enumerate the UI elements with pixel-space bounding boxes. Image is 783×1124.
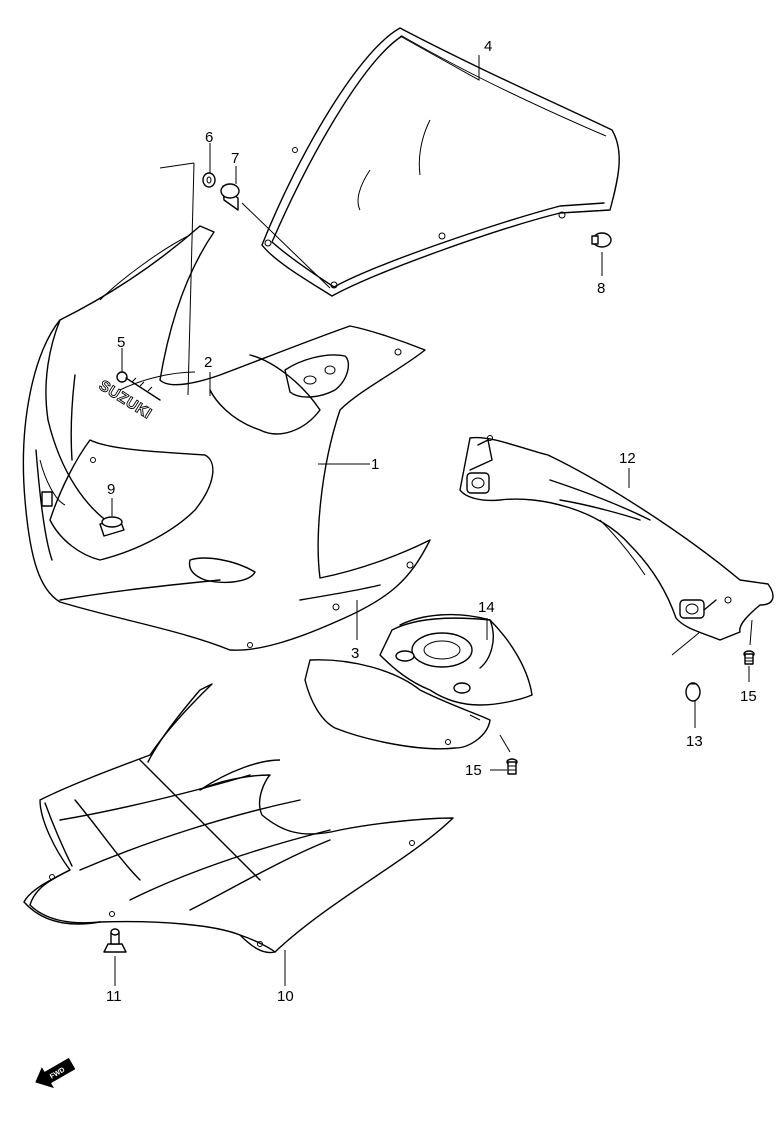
callout-4: 4 — [484, 38, 492, 55]
forward-arrow-icon: FWD — [35, 1057, 76, 1089]
callout-5: 5 — [117, 334, 125, 351]
callout-8: 8 — [597, 280, 605, 297]
callout-15-right: 15 — [740, 688, 757, 705]
callout-1: 1 — [371, 456, 379, 473]
under-cowling-part-10 — [23, 683, 454, 954]
screw-part-5 — [116, 371, 161, 401]
callout-14: 14 — [478, 599, 495, 616]
inner-panel-part-14 — [304, 613, 533, 750]
callout-9: 9 — [107, 481, 115, 498]
windscreen-part — [261, 27, 620, 297]
callout-11: 11 — [106, 988, 122, 1005]
callout-2: 2 — [204, 354, 212, 371]
callout-15-center: 15 — [465, 762, 482, 779]
inner-panel-part-12 — [459, 435, 774, 641]
callout-3: 3 — [351, 645, 359, 662]
callout-6: 6 — [205, 129, 213, 146]
clip-part-11 — [103, 928, 127, 953]
grommet-part-9 — [99, 516, 125, 537]
callout-7: 7 — [231, 150, 239, 167]
callout-10: 10 — [277, 988, 294, 1005]
leader-lines — [111, 35, 753, 986]
screw-part-15-right — [743, 650, 755, 665]
upper-cowling-part: SUZUKI — [22, 225, 431, 651]
collar-part-7 — [220, 183, 240, 211]
screw-part-15-center — [506, 758, 518, 775]
screw-part-8 — [591, 232, 612, 248]
callout-12: 12 — [619, 450, 636, 467]
screw-part-13 — [685, 682, 701, 702]
callout-13: 13 — [686, 733, 703, 750]
nut-part-6 — [202, 172, 216, 188]
callout-labels: 1 2 3 4 5 6 7 8 9 10 11 12 13 14 15 15 — [106, 38, 757, 1005]
